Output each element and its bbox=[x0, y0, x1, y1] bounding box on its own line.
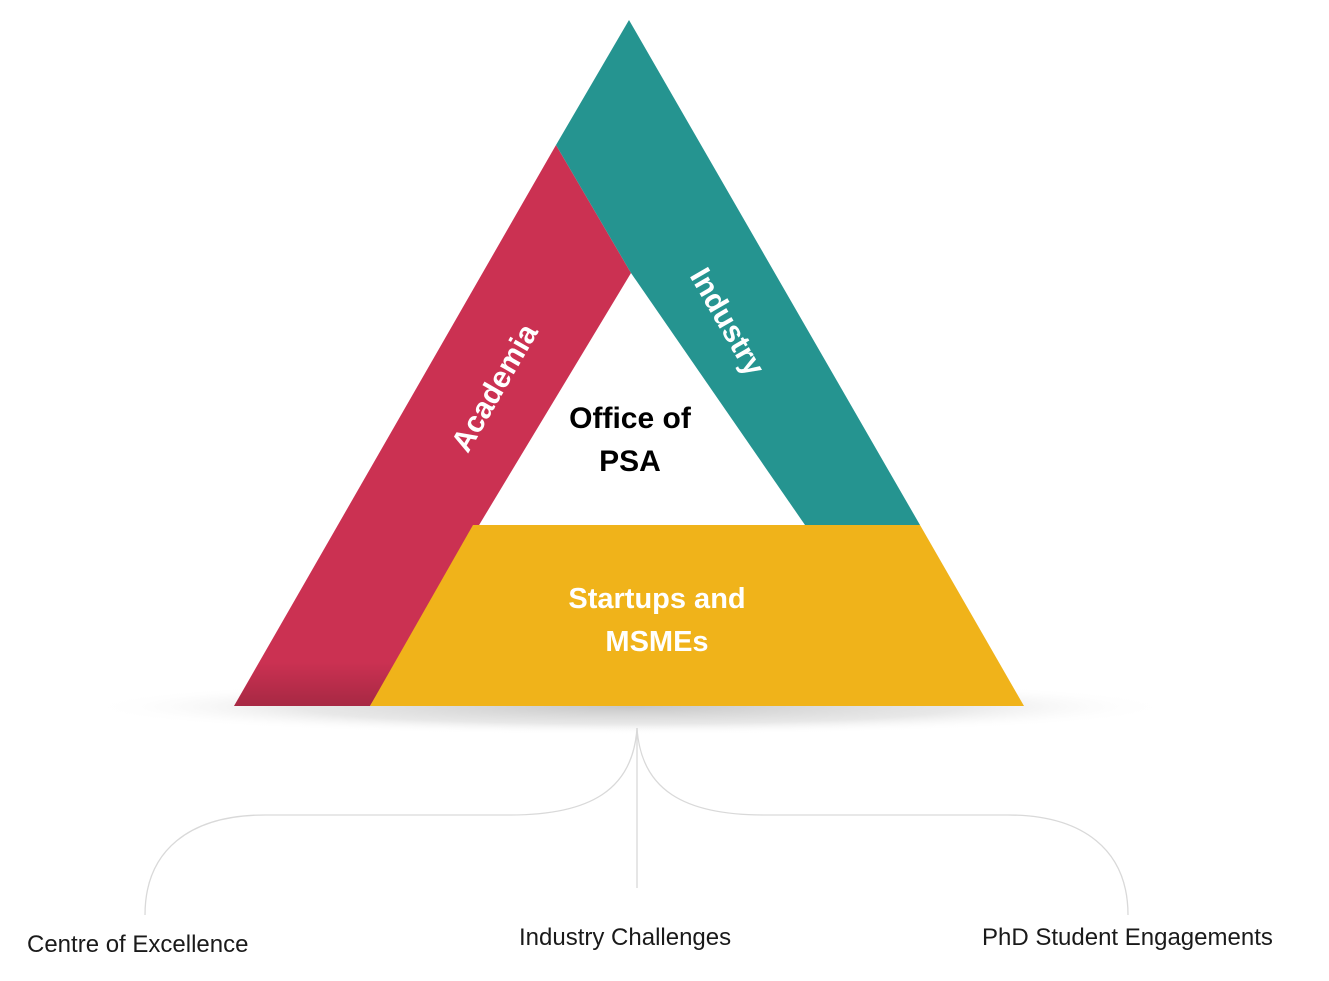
branch-label-industry-challenges: Industry Challenges bbox=[519, 924, 732, 951]
connector-left bbox=[144, 727, 638, 916]
branch-label-phd-student-engagements: PhD Student Engagements bbox=[982, 924, 1273, 951]
branch-label-centre-of-excellence: Centre of Excellence bbox=[27, 931, 249, 958]
startups-band bbox=[370, 525, 1024, 706]
office-label-line1: Office of bbox=[569, 402, 692, 435]
startups-label-line2: MSMEs bbox=[605, 626, 708, 658]
startups-label-line1: Startups and bbox=[568, 583, 745, 615]
academia-band bbox=[234, 145, 631, 706]
branch-connectors bbox=[144, 727, 1129, 916]
academia-band-shade bbox=[234, 662, 396, 706]
industry-band bbox=[556, 20, 920, 525]
connector-right bbox=[636, 727, 1129, 916]
office-label-line2: PSA bbox=[599, 445, 661, 478]
